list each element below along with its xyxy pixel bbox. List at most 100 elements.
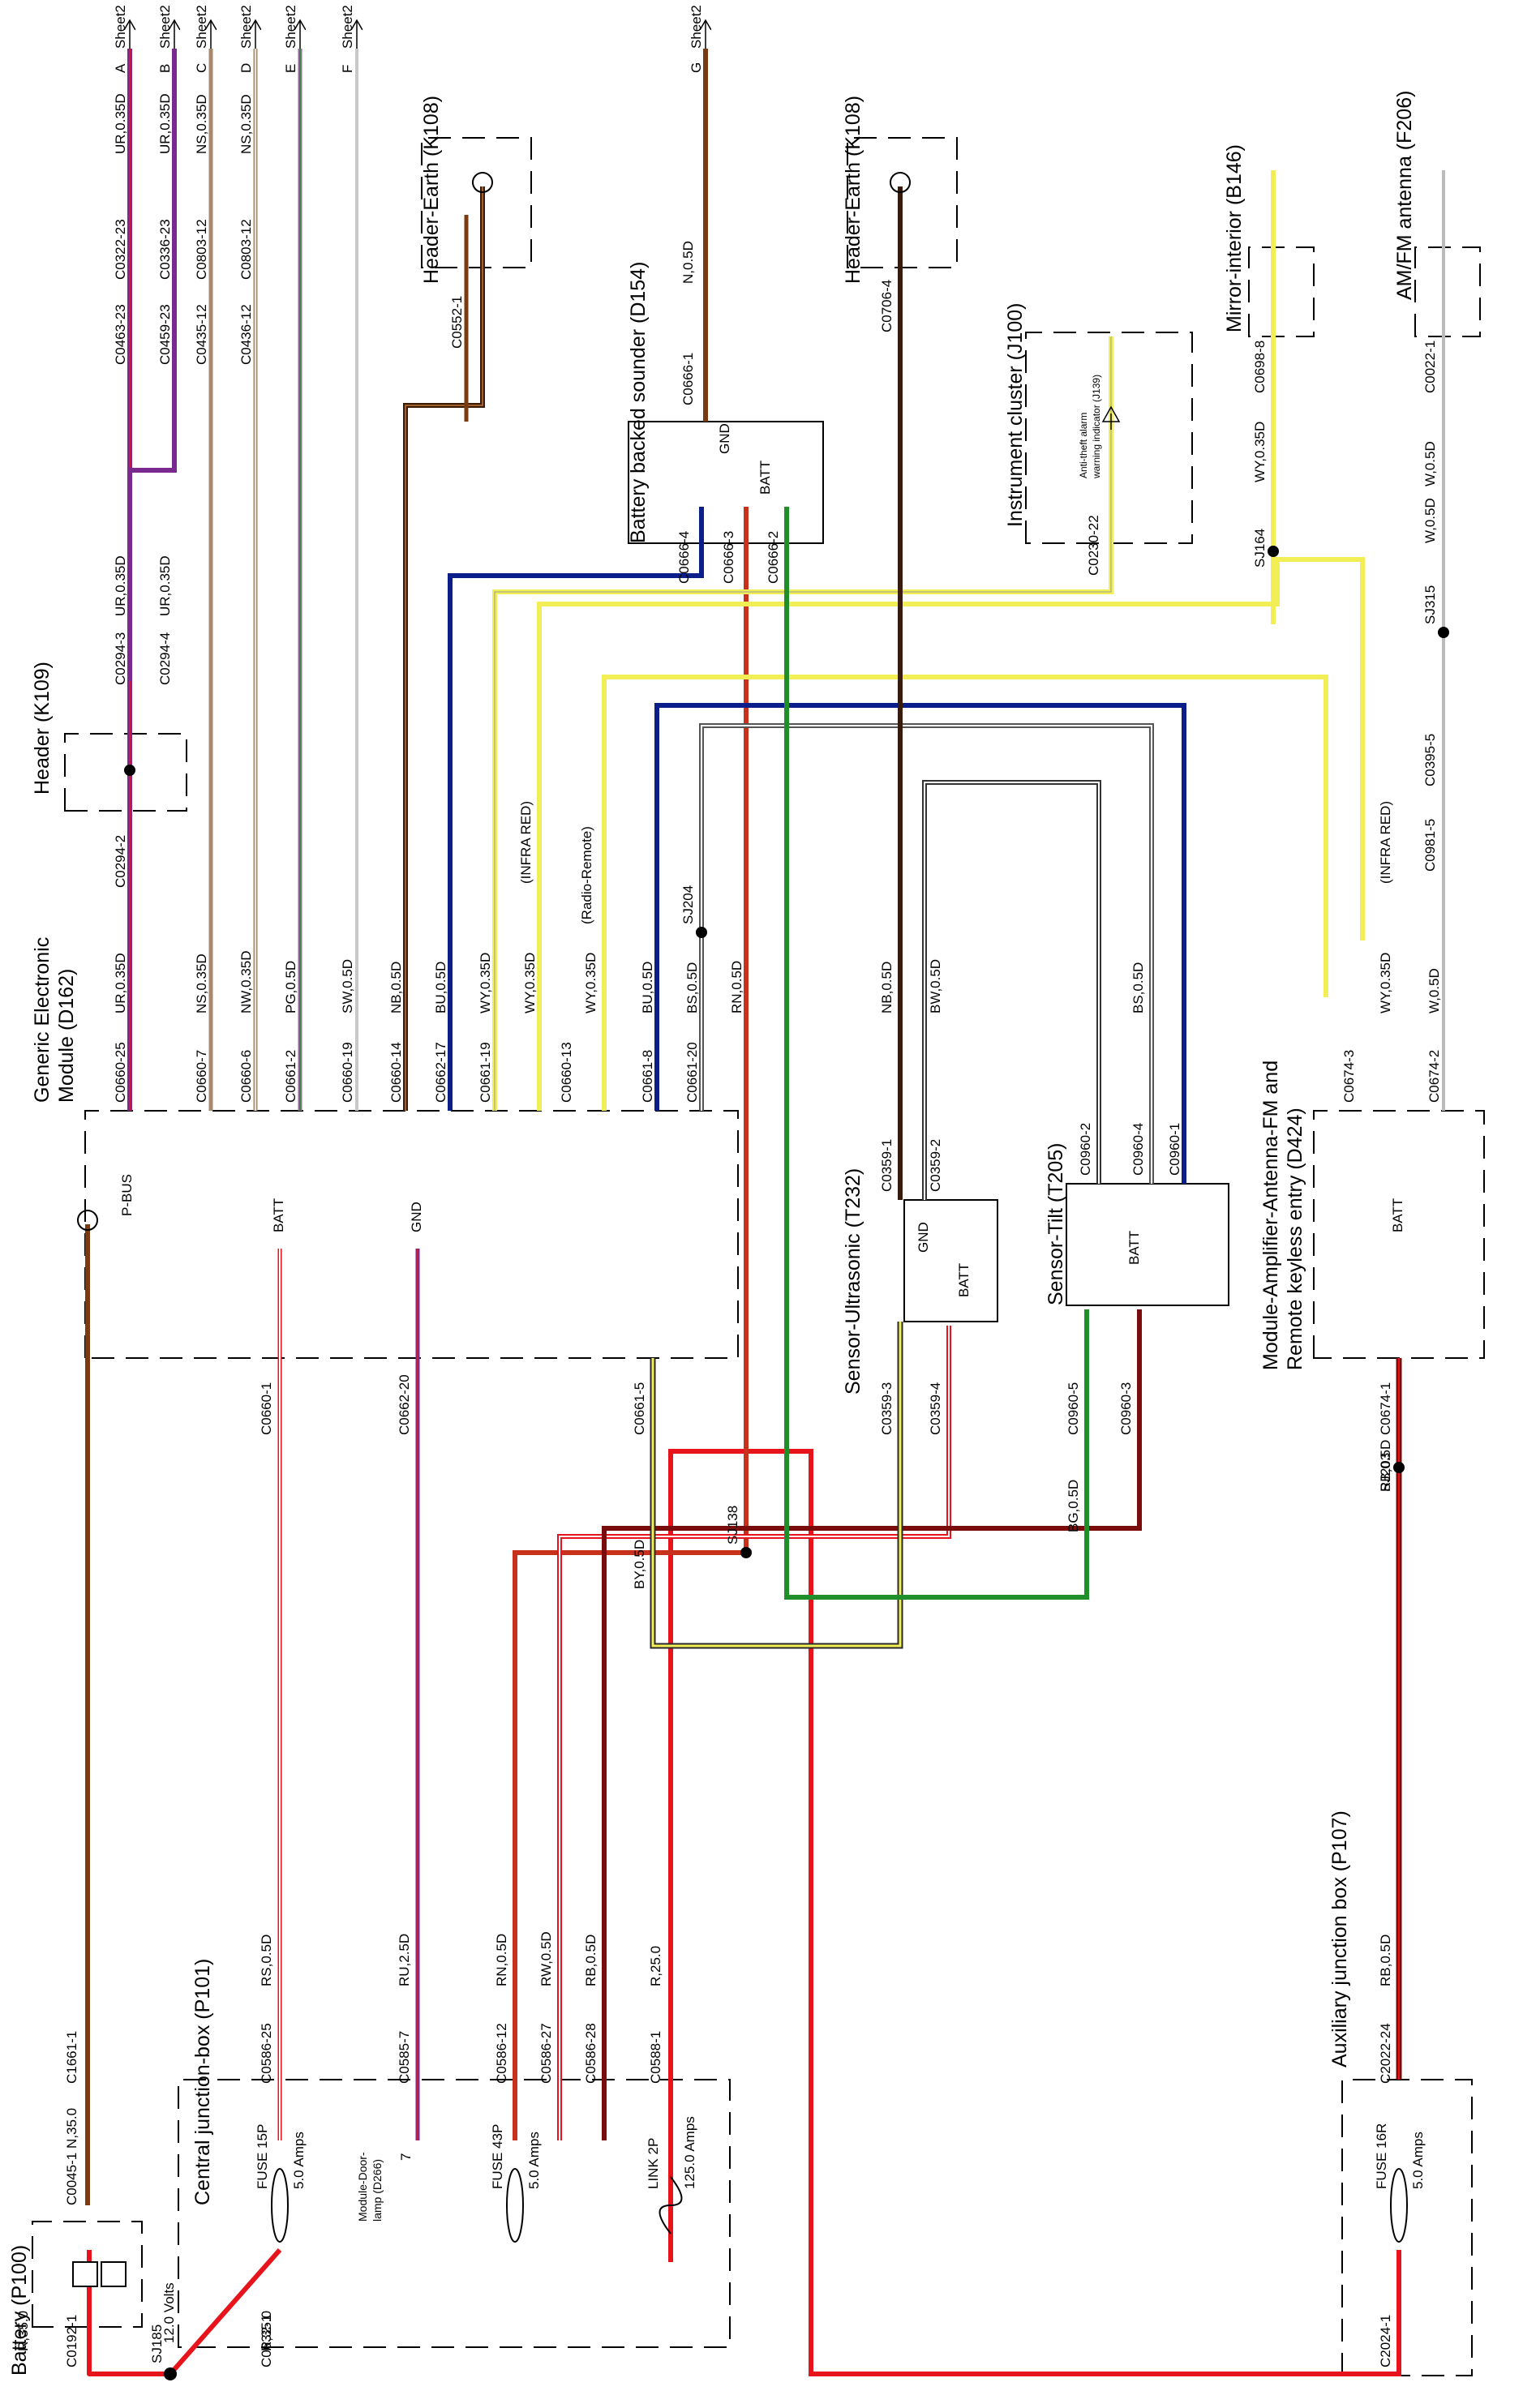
bg-wire [784,507,1089,1600]
wy-wire-radio [602,675,1328,1111]
wy-wire-13 [537,557,1365,1111]
wire-wy035-a: WY,0.35D [478,952,493,1013]
title-mirror: Mirror-interior (B146) [1223,144,1246,332]
bw-wire-ultra [922,780,1101,1200]
fuse-43p-icon [506,2168,524,2243]
door-lamp-1: Module-Door- [356,2152,369,2222]
wire-wy035-e: WY,0.35D [1252,421,1268,482]
gem-batt-label: BATT [271,1198,286,1232]
rn-wire-to-sounder [513,507,749,2140]
connector-c0359-4: C0359-4 [928,1382,943,1435]
connector-c0674-3: C0674-3 [1341,1049,1357,1103]
sheet2-b: Sheet2 [157,5,173,49]
title-sensor-ultra: Sensor-Ultrasonic (T232) [842,1168,864,1395]
connector-c0661-2: C0661-2 [283,1049,298,1103]
door-lamp-2: lamp (D266) [371,2158,384,2222]
gem-box [84,1110,739,1359]
nb-wire-earth [403,186,485,1111]
wire-nw035: NW,0.35D [238,950,254,1013]
connector-c0435-12: C0435-12 [194,304,209,365]
wire-nb05-b: NB,0.5D [879,961,894,1013]
by-wire [650,1322,903,1649]
connector-c0666-2: C0666-2 [766,530,781,584]
connector-c0322-23: C0322-23 [113,219,128,280]
sounder-box [628,421,824,544]
connector-c0660-7: C0660-7 [194,1049,209,1103]
connector-c0359-2: C0359-2 [928,1138,943,1192]
wire-by05: BY,0.5D [632,1539,647,1589]
link2-label: LINK 2P [646,2137,661,2189]
connector-c0586-12: C0586-12 [494,2023,509,2084]
connector-c0336-23: C0336-23 [157,219,173,280]
wire-rb05-a: RB,0.5D [583,1934,598,1986]
wire-bg05: BG,0.5D [1066,1479,1081,1532]
splice-sj315 [1438,627,1449,638]
sheet-d: D [238,62,254,73]
connector-c0660-1: C0660-1 [259,1382,274,1435]
gem-pbus-label: P-BUS [119,1174,135,1216]
connector-c0230-22: C0230-22 [1086,515,1101,576]
wire-r25: R,25.0 [648,1945,663,1986]
title-amp-1: Module-Amplifier-Antenna-FM and [1259,1060,1282,1370]
connector-c0359-1: C0359-1 [879,1138,894,1192]
connector-c0660-14: C0660-14 [388,1042,404,1103]
wire-wy035-c: WY,0.35D [583,952,598,1013]
wire-rb05-b: RB,0.5D [1378,1439,1393,1492]
connector-c0395-5: C0395-5 [1422,733,1438,786]
title-header-earth-2: Header-Earth (K108) [842,95,864,284]
title-gem-2: Module (D162) [55,968,78,1103]
wire-pg05: PG,0.5D [283,960,298,1013]
rb-wire-to-tilt [602,1309,1142,2140]
connector-c0552-1: C0552-1 [449,295,465,349]
wire-r35-b: R,35.0 [259,2310,274,2351]
wire-wy035-b: WY,0.35D [522,952,538,1013]
connector-c0960-5: C0960-5 [1066,1382,1081,1435]
link2-rating: 125.0 Amps [682,2116,697,2189]
title-sensor-tilt: Sensor-Tilt (T205) [1045,1142,1067,1305]
fuse16-rating: 5.0 Amps [1410,2132,1426,2189]
wire-ur035-d: UR,0.35D [113,93,128,154]
fuse-16r-icon [1390,2168,1408,2243]
antenna-box [1414,246,1481,337]
connector-c0660-25: C0660-25 [113,1042,128,1103]
connector-c2022-24: C2022-24 [1378,2023,1393,2084]
wire-rn05-b: RN,0.5D [729,960,744,1013]
connector-c0960-4: C0960-4 [1130,1122,1146,1176]
bu-wire-sounder [448,507,704,1111]
wire-r35-a: R,35.0 [15,2310,31,2351]
sheet2-f: Sheet2 [340,5,355,49]
title-aux-jb: Auxiliary junction box (P107) [1328,1810,1351,2067]
fuse43-label: FUSE 43P [490,2123,505,2189]
wire-bu05-a: BU,0.5D [433,961,448,1013]
wire-nb05-a: NB,0.5D [388,961,404,1013]
header-k109-box [64,733,187,812]
connector-c0459-23: C0459-23 [157,304,173,365]
gem-gnd-label: GND [409,1202,424,1232]
infra-red-1: (INFRA RED) [518,801,534,884]
bu-wire-tilt [654,703,1186,1184]
connector-c0045-1: C0045-1 [64,2152,79,2205]
connector-c0662-17: C0662-17 [433,1042,448,1103]
connector-c0662-20: C0662-20 [397,1374,412,1435]
connector-c0463-23: C0463-23 [113,304,128,365]
wire-w05-b: W,0.5D [1422,498,1438,543]
sheet2-c: Sheet2 [194,5,209,49]
infra-red-2: (INFRA RED) [1378,801,1393,884]
connector-c0960-3: C0960-3 [1118,1382,1134,1435]
antitheft-2: warning indicator (J139) [1091,374,1102,478]
connector-c0294-2: C0294-2 [113,834,128,888]
connector-c0803-12a: C0803-12 [194,219,209,280]
sheet2-d: Sheet2 [238,5,254,49]
sheet-g: G [689,62,704,73]
battery-earth-icon [77,1210,98,1231]
connector-c0359-3: C0359-3 [879,1382,894,1435]
sheet-c: C [194,62,209,73]
sensor-ultra-box [903,1199,998,1322]
connector-c0436-12: C0436-12 [238,304,254,365]
led-icon [1101,405,1121,430]
splice-sj164 [1268,546,1279,557]
earth-k108-2-icon [890,172,911,193]
title-amp-2: Remote keyless entry (D424) [1284,1108,1306,1370]
